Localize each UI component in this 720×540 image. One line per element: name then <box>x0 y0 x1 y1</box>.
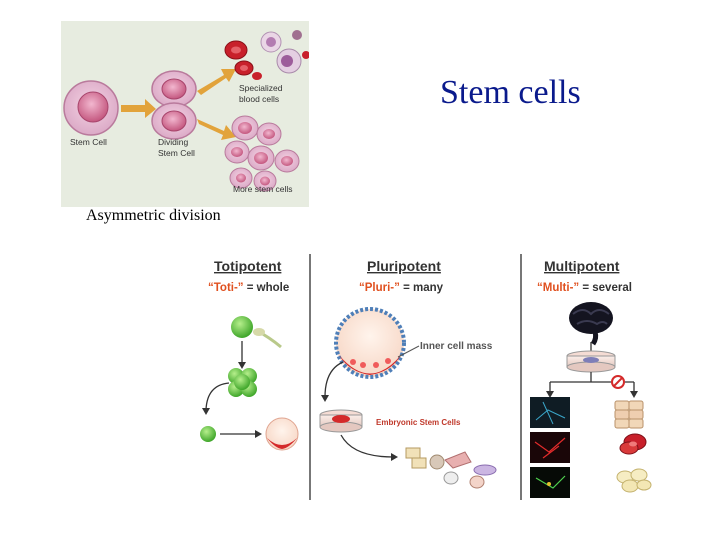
embryonic-stem-cells-label: Embryonic Stem Cells <box>376 418 461 427</box>
stem-cell <box>63 80 119 136</box>
potency-figure: Totipotent Pluripotent Multipotent “Toti… <box>193 252 666 504</box>
multipotent-illustration <box>530 302 652 498</box>
slide-title: Stem cells <box>440 74 581 111</box>
arrow-icon <box>121 99 156 118</box>
blood-cells <box>224 30 310 80</box>
pluripotent-illustration: Inner cell mass Embryonic Stem Cells <box>319 307 497 489</box>
figure-caption: Asymmetric division <box>86 207 221 224</box>
muscle-cells <box>614 400 644 429</box>
more-stem-cells-label: More stem cells <box>233 184 293 194</box>
red-micrograph <box>530 432 570 463</box>
specialized-label: Specialized <box>239 83 283 93</box>
definition-toti: “Toti-” = whole <box>208 282 289 294</box>
heading-pluripotent: Pluripotent <box>367 258 441 274</box>
neuron-micrograph <box>530 397 570 428</box>
asymmetric-division-figure: Stem Cell Dividing Stem Cell Specialized… <box>61 21 310 207</box>
specialized-label-2: blood cells <box>239 94 279 104</box>
dividing-label-2: Stem Cell <box>158 148 195 158</box>
definition-pluri: “Pluri-” = many <box>359 282 444 294</box>
totipotent-illustration <box>200 316 299 451</box>
definition-multi: “Multi-” = several <box>537 282 632 294</box>
dividing-stem-cell <box>151 70 197 140</box>
arrow-icon <box>197 119 236 140</box>
heading-totipotent: Totipotent <box>214 258 282 274</box>
blood-cells-icon <box>619 433 647 455</box>
inner-cell-mass-label: Inner cell mass <box>420 341 493 352</box>
heading-multipotent: Multipotent <box>544 258 620 274</box>
arrow-icon <box>197 69 236 95</box>
fat-cells <box>616 468 652 493</box>
more-stem-cells <box>224 115 300 192</box>
stem-cell-label: Stem Cell <box>70 137 107 147</box>
dividing-label: Dividing <box>158 137 189 147</box>
